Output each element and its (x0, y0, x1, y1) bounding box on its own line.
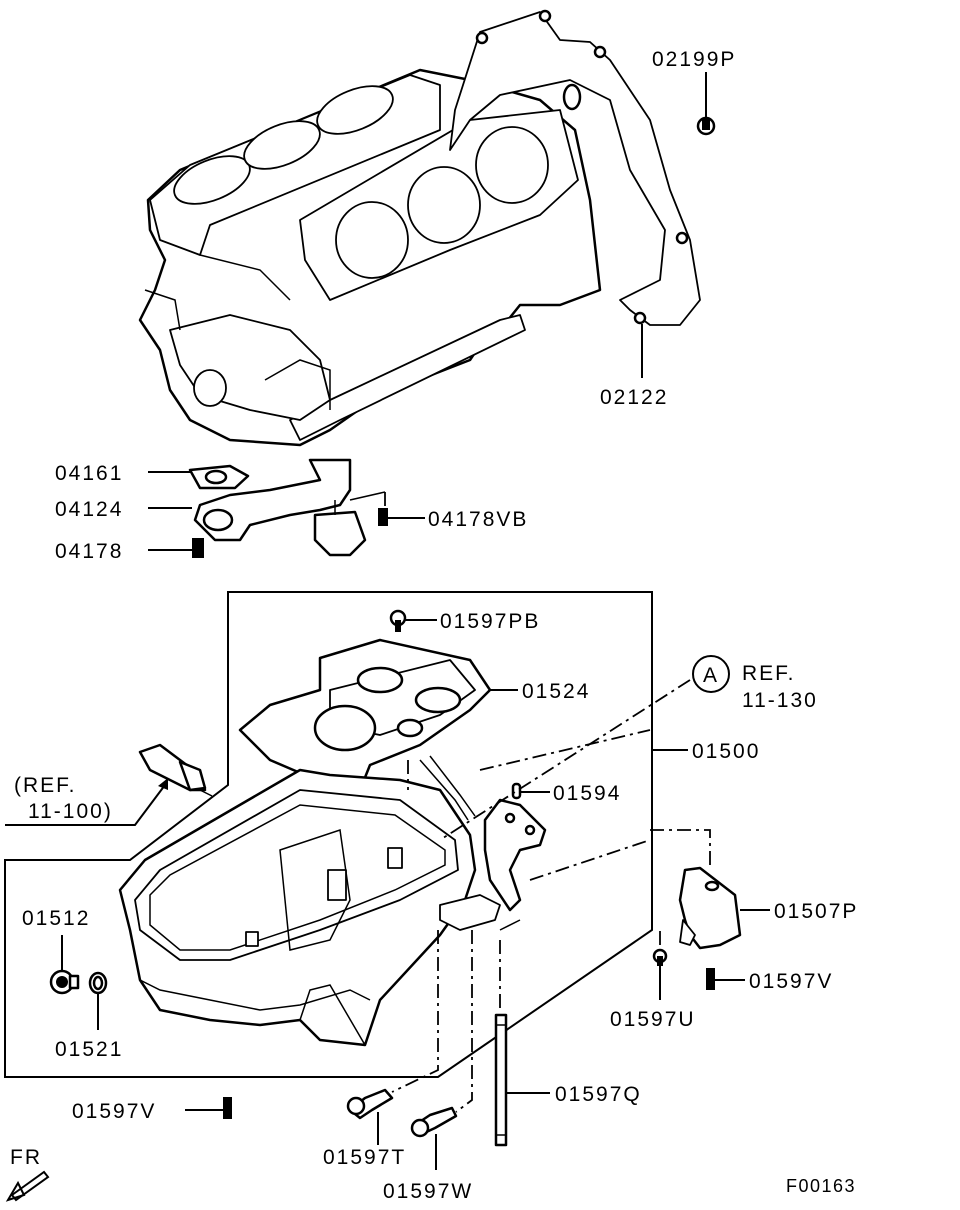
label-01597v-right: 01597V (749, 970, 833, 993)
label-01524: 01524 (522, 680, 590, 703)
bolt-04178vb-icon (378, 508, 388, 526)
bolt-01597v-left-icon (223, 1097, 232, 1119)
gasket-04161 (188, 464, 250, 490)
label-01512: 01512 (22, 907, 90, 930)
ref-line-cover-2 (529, 839, 651, 881)
drain-plug-icon (49, 969, 80, 995)
stud-01597q-icon (494, 1013, 508, 1147)
pan-bracket (439, 798, 547, 931)
leader-ref-left (5, 784, 166, 826)
bolt-01597t-icon (346, 1088, 394, 1120)
direction-label: FR (10, 1146, 42, 1169)
bolt-01597u-icon (652, 948, 668, 966)
oil-pan (118, 755, 477, 1047)
bolt-01597v-right-icon (706, 968, 715, 990)
label-01597t: 01597T (323, 1146, 406, 1169)
ref-left-line1: (REF. (14, 774, 77, 797)
bolt-02199p-icon (696, 116, 716, 136)
label-01500: 01500 (692, 740, 760, 763)
label-01521: 01521 (55, 1038, 123, 1061)
figure-code: F00163 (786, 1176, 856, 1196)
sealant-tube-icon (138, 743, 213, 797)
ref-line-a (439, 679, 691, 841)
label-04178vb: 04178VB (428, 508, 528, 531)
label-04161: 04161 (55, 462, 123, 485)
ref-line-bolts-2 (391, 930, 439, 1093)
label-01597pb: 01597PB (440, 610, 540, 633)
ref-line-bracket (479, 729, 651, 771)
baffle-plate (238, 638, 492, 792)
washer-icon (88, 971, 108, 995)
rear-plate-gasket (449, 9, 701, 326)
label-01507p: 01507P (774, 900, 858, 923)
dowel-01594-icon (511, 782, 522, 800)
ref-circle-marker (692, 655, 730, 693)
ref-line-cover (650, 829, 711, 870)
bolt-01597w-icon (410, 1106, 458, 1138)
label-01597w: 01597W (383, 1180, 473, 1203)
label-04178: 04178 (55, 540, 123, 563)
ref-line-bolts (455, 930, 473, 1113)
bolt-04178-icon (192, 538, 204, 558)
group-bracket (4, 591, 653, 1078)
label-01594: 01594 (553, 782, 621, 805)
ref-right-line2: 11-130 (742, 689, 818, 712)
ref-right-line1: REF. (742, 662, 796, 685)
label-02199p: 02199P (652, 48, 736, 71)
label-02122: 02122 (600, 386, 668, 409)
cover-01507p (678, 866, 742, 950)
ref-left-line2: 11-100) (28, 800, 113, 823)
label-04124: 04124 (55, 498, 123, 521)
ref-circle-letter: A (703, 664, 719, 687)
oil-strainer (193, 458, 386, 557)
leader-ref-left-arrow (158, 778, 168, 790)
front-arrow-icon (5, 1170, 50, 1202)
label-01597q: 01597Q (555, 1083, 642, 1106)
engine-block (138, 68, 602, 447)
label-01597u: 01597U (610, 1008, 696, 1031)
label-01597v-left: 01597V (72, 1100, 156, 1123)
bolt-01597pb-icon (389, 609, 407, 632)
